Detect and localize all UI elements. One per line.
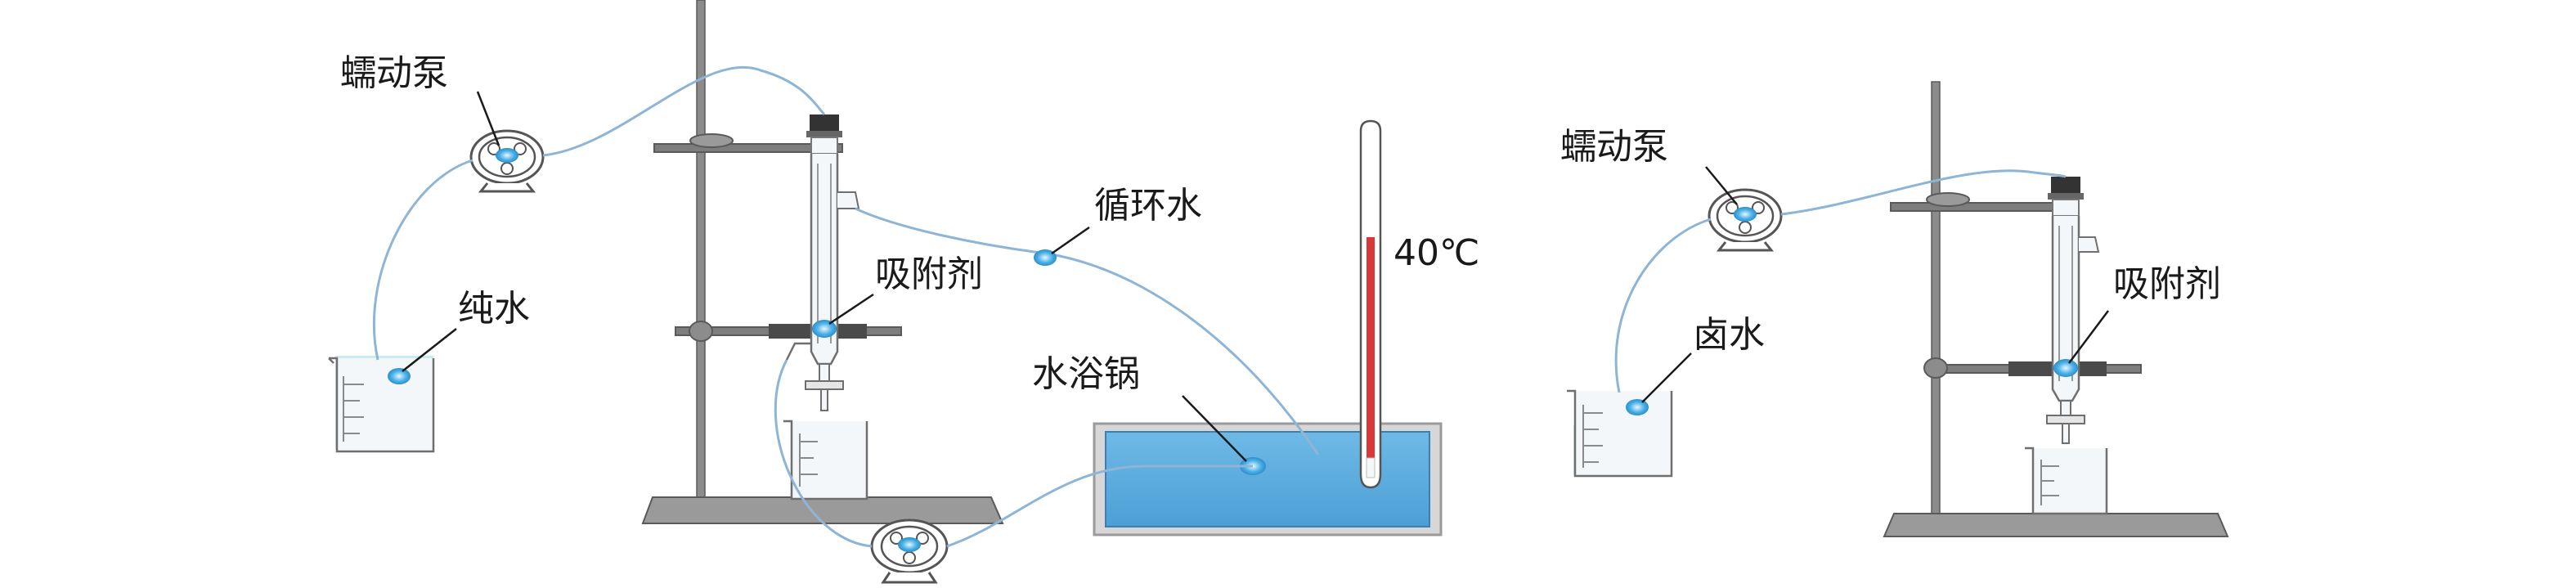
circulating-water-marker <box>1034 249 1057 266</box>
water-bath-label: 水浴锅 <box>1032 353 1140 395</box>
temperature-label: 40℃ <box>1393 232 1479 274</box>
left-peristaltic-pump <box>469 129 545 193</box>
right-collection-beaker <box>2025 447 2108 515</box>
water-bath <box>1093 422 1443 536</box>
brine-beaker <box>1567 389 1673 478</box>
left-tubing <box>373 65 1320 548</box>
left-pump-label: 蠕动泵 <box>340 52 448 94</box>
brine-marker <box>1626 399 1649 415</box>
left-adsorbent-label: 吸附剂 <box>875 254 983 295</box>
right-peristaltic-pump <box>1708 188 1783 252</box>
thermometer <box>1359 119 1382 489</box>
circulating-water-label: 循环水 <box>1094 185 1202 227</box>
right-iron-stand <box>1883 81 2229 537</box>
right-tubing <box>1614 169 2067 393</box>
mercury-column <box>1367 237 1375 458</box>
right-pump-label: 蠕动泵 <box>1560 126 1668 168</box>
right-adsorbent-label: 吸附剂 <box>2113 263 2221 305</box>
bottom-peristaltic-pump <box>870 518 949 584</box>
right-adsorbent-marker <box>2053 359 2078 377</box>
pure-water-marker <box>388 368 411 384</box>
left-adsorption-column <box>785 114 860 411</box>
pure-water-beaker <box>328 356 435 453</box>
pure-water-label: 纯水 <box>458 288 530 330</box>
right-adsorption-column <box>2046 177 2100 444</box>
brine-label: 卤水 <box>1693 314 1765 356</box>
left-collection-beaker <box>783 420 868 500</box>
